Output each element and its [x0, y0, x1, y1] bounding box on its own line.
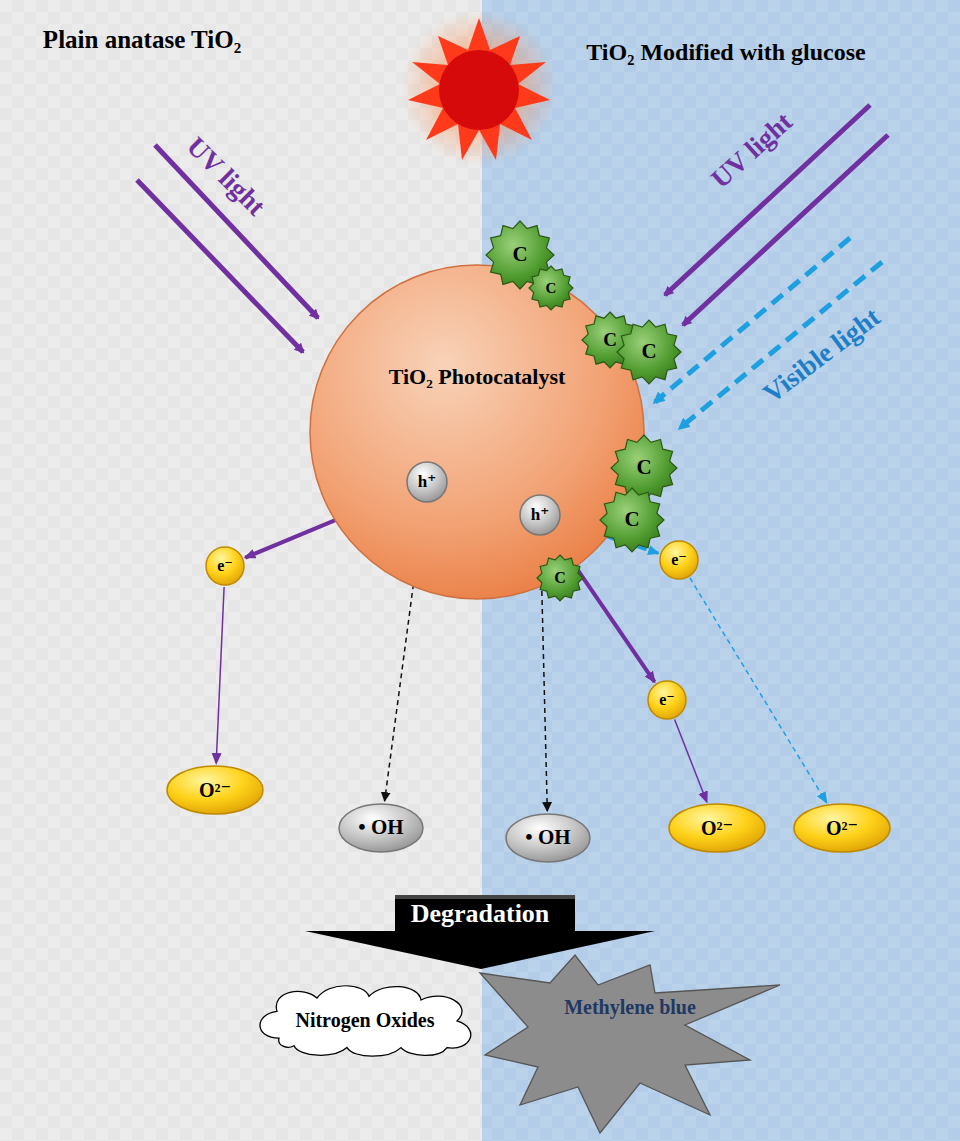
species-shape: [506, 814, 590, 862]
carbon-node: C: [528, 265, 574, 311]
arrow-highlight: [395, 895, 575, 899]
node-label: C: [641, 340, 656, 363]
node-outline: [309, 264, 645, 600]
species-node: h⁺: [519, 494, 561, 536]
node-label: h⁺: [418, 473, 436, 492]
species-node: Degradation: [305, 895, 655, 970]
light-label: UV light: [180, 130, 271, 221]
node-label: e⁻: [671, 551, 687, 569]
node-label: O²⁻: [826, 817, 858, 839]
node-label: h⁺: [531, 506, 549, 525]
node-label: e⁻: [217, 557, 233, 575]
species-shape: [206, 547, 244, 585]
carbon-node: C: [536, 554, 584, 602]
charge-transfer-arrow: [690, 578, 827, 802]
species-shape: [648, 681, 686, 719]
species-shape: [794, 804, 890, 852]
light-label: UV light: [705, 106, 798, 194]
charge-transfer-arrow: [216, 587, 224, 763]
species-node: e⁻: [205, 546, 245, 586]
node-label: Degradation: [411, 900, 550, 929]
species-node: O²⁻: [668, 803, 766, 853]
node-label: TiO₂ Photocatalyst: [389, 365, 566, 389]
charge-transfer-arrow: [675, 720, 707, 802]
node-label: O²⁻: [701, 817, 733, 839]
node-label: C: [636, 456, 651, 479]
node-label: Methylene blue: [564, 996, 696, 1018]
node-label: C: [512, 243, 527, 266]
species-node: h⁺: [406, 461, 448, 503]
carbon-particle: [537, 555, 583, 601]
right-panel: [482, 0, 960, 1141]
species-node: e⁻: [647, 680, 687, 720]
species-shape: [520, 495, 560, 535]
species-shape: [660, 541, 698, 579]
species-node: O²⁻: [166, 765, 264, 815]
photocatalyst-node: TiO₂ Photocatalyst h⁺ h⁺: [309, 264, 645, 600]
species-node: • OH: [505, 813, 591, 863]
species-shape: [407, 462, 447, 502]
node-label: C: [603, 330, 617, 351]
sun: [401, 10, 557, 166]
species-node: e⁻: [659, 540, 699, 580]
photocatalyst-particle: [310, 265, 644, 599]
species-shape: [167, 766, 263, 814]
node-label: Nitrogen Oxides: [295, 1009, 434, 1031]
node-label: O²⁻: [199, 779, 231, 801]
carbon-particle: [611, 435, 677, 501]
panel-title: TiO₂ Modified with glucose: [586, 39, 865, 66]
light-label: Visible light: [758, 301, 887, 409]
gas-cloud: [260, 986, 471, 1056]
carbon-particle: [529, 266, 573, 310]
node-outline: [480, 955, 780, 1135]
degradation-arrow: [305, 895, 655, 969]
carbon-particle: [600, 488, 664, 552]
node-label: e⁻: [659, 691, 675, 709]
carbon-node: C: [616, 319, 682, 385]
species-node: Nitrogen Oxides: [249, 981, 481, 1059]
carbon-particle: [617, 320, 681, 384]
species-node: O²⁻: [793, 803, 891, 853]
species-shape: [339, 804, 423, 852]
node-label: • OH: [358, 816, 403, 839]
carbon-node: C: [610, 434, 678, 502]
node-label: C: [554, 569, 566, 587]
species-node: • OH: [338, 803, 424, 853]
species-shape: [669, 804, 765, 852]
carbon-node: C: [599, 487, 665, 553]
panel-title: Plain anatase TiO₂: [43, 26, 241, 54]
species-node: Methylene blue: [480, 955, 780, 1135]
node-label: C: [624, 508, 639, 531]
node-label: C: [546, 280, 557, 297]
node-label: • OH: [525, 826, 570, 849]
dye-burst: [480, 955, 780, 1133]
